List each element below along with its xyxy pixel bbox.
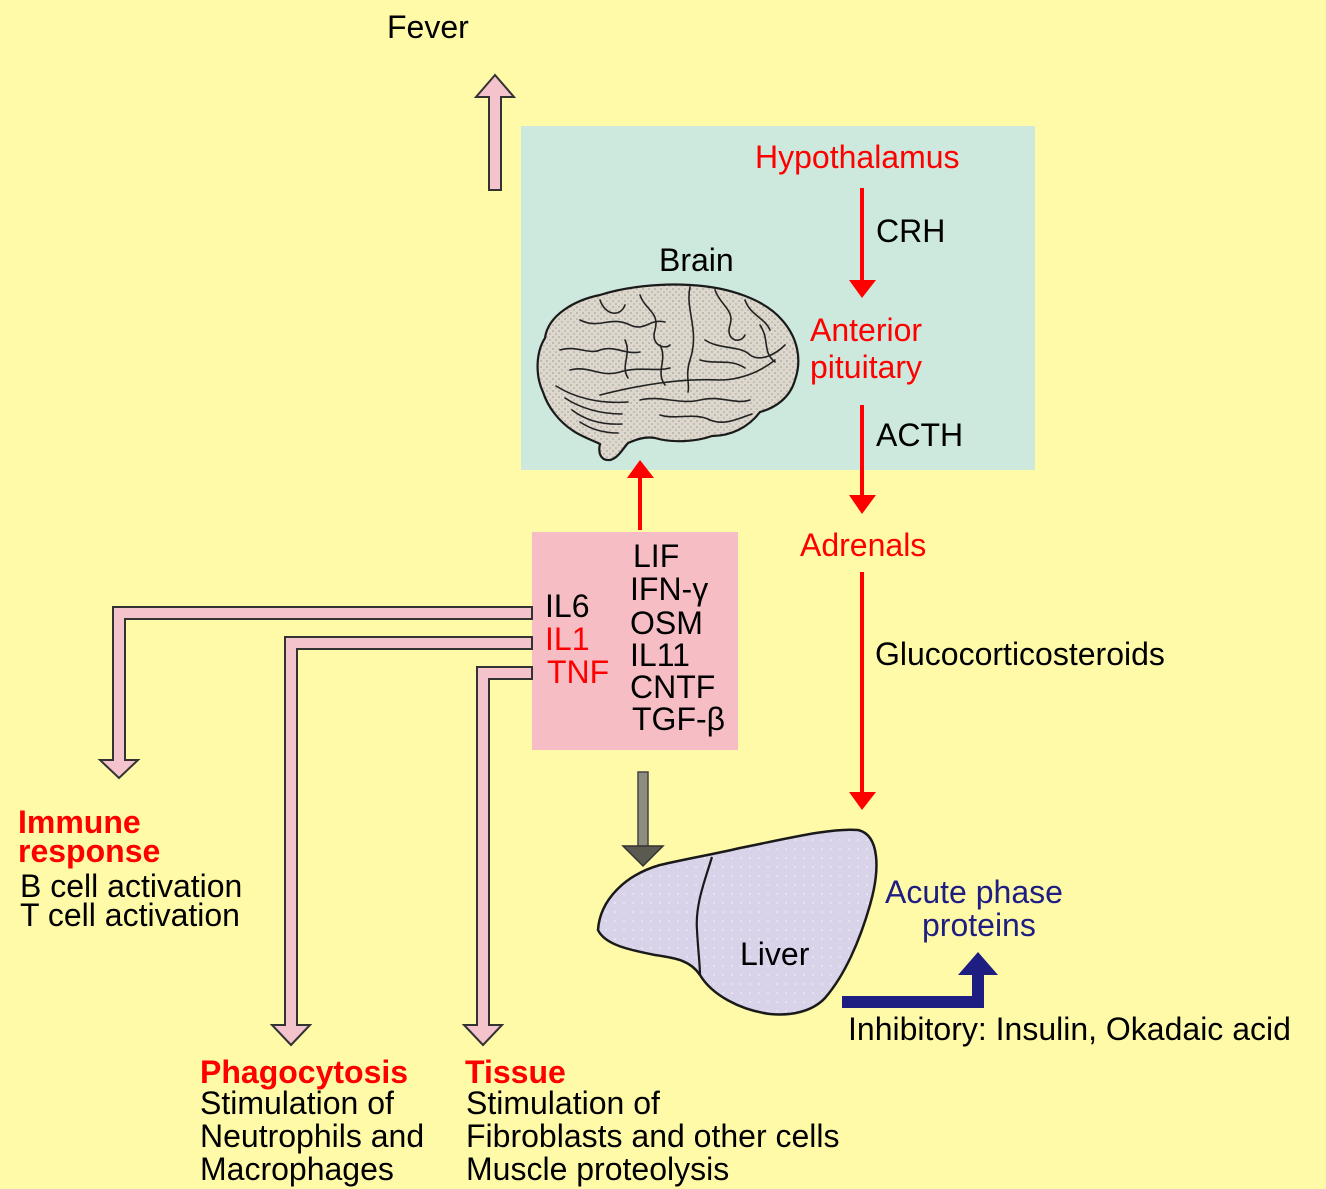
cytokines-to-liver-arrow: [623, 772, 663, 866]
cytokines-to-brain-arrow: [627, 460, 654, 530]
phagocytosis-detail: Macrophages: [200, 1153, 424, 1186]
glucocorticosteroids-label: Glucocorticosteroids: [875, 637, 1165, 671]
glucocorticosteroids-arrow: [849, 572, 876, 810]
cytokine-il11: IL11: [630, 638, 690, 672]
phagocytosis-detail: Stimulation of: [200, 1087, 424, 1120]
inhibitory-label: Inhibitory: Insulin, Okadaic acid: [848, 1012, 1291, 1046]
liver-label: Liver: [740, 937, 809, 971]
phagocytosis-details: Stimulation of Neutrophils and Macrophag…: [200, 1087, 424, 1186]
cytokine-ifn-gamma: IFN-γ: [630, 572, 708, 606]
cytokine-osm: OSM: [630, 606, 703, 640]
crh-label: CRH: [876, 214, 945, 248]
tissue-detail: Muscle proteolysis: [466, 1153, 840, 1186]
brain-label: Brain: [659, 243, 734, 277]
cytokines-to-liver-arrow-shaft: [638, 772, 648, 847]
cytokine-tnf: TNF: [547, 655, 609, 689]
acute-phase-proteins-label-line1: Acute phase: [885, 875, 1063, 909]
immune-response-title-line2: response: [18, 834, 160, 868]
hypothalamus-label: Hypothalamus: [755, 140, 960, 174]
acth-arrow-head: [849, 495, 876, 514]
cytokine-tgf-beta: TGF-β: [632, 702, 725, 736]
fever-label: Fever: [387, 10, 469, 44]
immune-response-detail: T cell activation: [20, 898, 240, 932]
glucocorticosteroids-arrow-head: [849, 792, 876, 810]
tissue-arrow: [464, 667, 532, 1045]
cytokine-cntf: CNTF: [630, 670, 715, 704]
anterior-pituitary-label-line1: Anterior: [810, 313, 922, 347]
acute-phase-proteins-arrow: [842, 952, 998, 1008]
acute-phase-proteins-label-line2: proteins: [922, 908, 1036, 942]
tissue-details: Stimulation of Fibroblasts and other cel…: [466, 1087, 840, 1186]
tissue-detail: Stimulation of: [466, 1087, 840, 1120]
phagocytosis-detail: Neutrophils and: [200, 1120, 424, 1153]
adrenals-label: Adrenals: [800, 528, 926, 562]
phagocytosis-title: Phagocytosis: [200, 1055, 408, 1089]
immune-response-arrow: [100, 607, 532, 778]
phagocytosis-arrow: [272, 637, 532, 1045]
fever-arrow: [476, 75, 514, 190]
anterior-pituitary-label-line2: pituitary: [810, 350, 922, 384]
acth-label: ACTH: [876, 418, 963, 452]
cytokine-lif: LIF: [633, 539, 679, 573]
tissue-title: Tissue: [465, 1055, 566, 1089]
cytokines-to-liver-arrow-head: [623, 846, 663, 866]
cytokine-il6: IL6: [545, 589, 589, 623]
tissue-detail: Fibroblasts and other cells: [466, 1120, 840, 1153]
cytokine-il1: IL1: [545, 622, 589, 656]
